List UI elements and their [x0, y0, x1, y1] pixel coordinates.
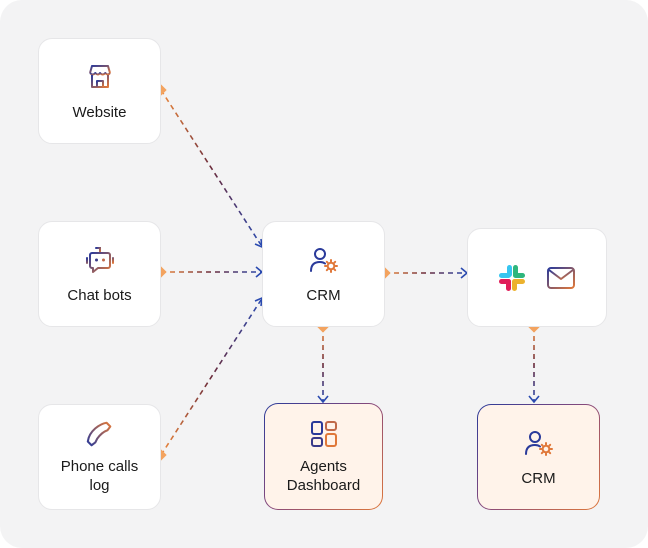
node-label: CRM: [306, 286, 341, 304]
edge-arrowhead: [317, 395, 329, 404]
user-gear-icon: [309, 247, 338, 273]
edge-crm-to-dashboard: [317, 321, 329, 404]
edge-website-to-crm: [155, 84, 263, 249]
edge-integrations-to-crm: [528, 321, 540, 404]
dashboard-grid-icon: [310, 420, 337, 447]
edge-arrowhead: [254, 296, 263, 307]
phone-icon: [86, 421, 111, 447]
node-label: Agents Dashboard: [286, 457, 361, 494]
storefront-icon: [88, 64, 111, 88]
node-website[interactable]: Website: [38, 38, 161, 144]
node-integrations[interactable]: [467, 228, 607, 327]
node-label: CRM: [521, 469, 556, 487]
node-phone-calls-log[interactable]: Phone calls log: [38, 404, 161, 510]
node-label: Website: [72, 103, 127, 121]
edge-arrowhead: [254, 238, 263, 249]
mail-icon[interactable]: [545, 264, 577, 292]
node-label: Phone calls log: [60, 458, 139, 494]
user-gear-icon: [524, 430, 553, 456]
node-chatbots[interactable]: Chat bots: [38, 221, 161, 327]
node-crm-output[interactable]: CRM: [477, 404, 600, 510]
chatbot-icon: [85, 246, 114, 273]
edge-phone-to-crm: [155, 296, 263, 461]
node-crm-hub[interactable]: CRM: [262, 221, 385, 327]
edge-chatbots-to-crm: [155, 266, 264, 278]
edge-crm-to-integrations: [379, 267, 469, 279]
edge-arrowhead: [528, 395, 540, 404]
node-agents-dashboard[interactable]: Agents Dashboard: [264, 403, 383, 510]
slack-icon[interactable]: [497, 263, 527, 293]
node-label: Chat bots: [67, 286, 132, 304]
